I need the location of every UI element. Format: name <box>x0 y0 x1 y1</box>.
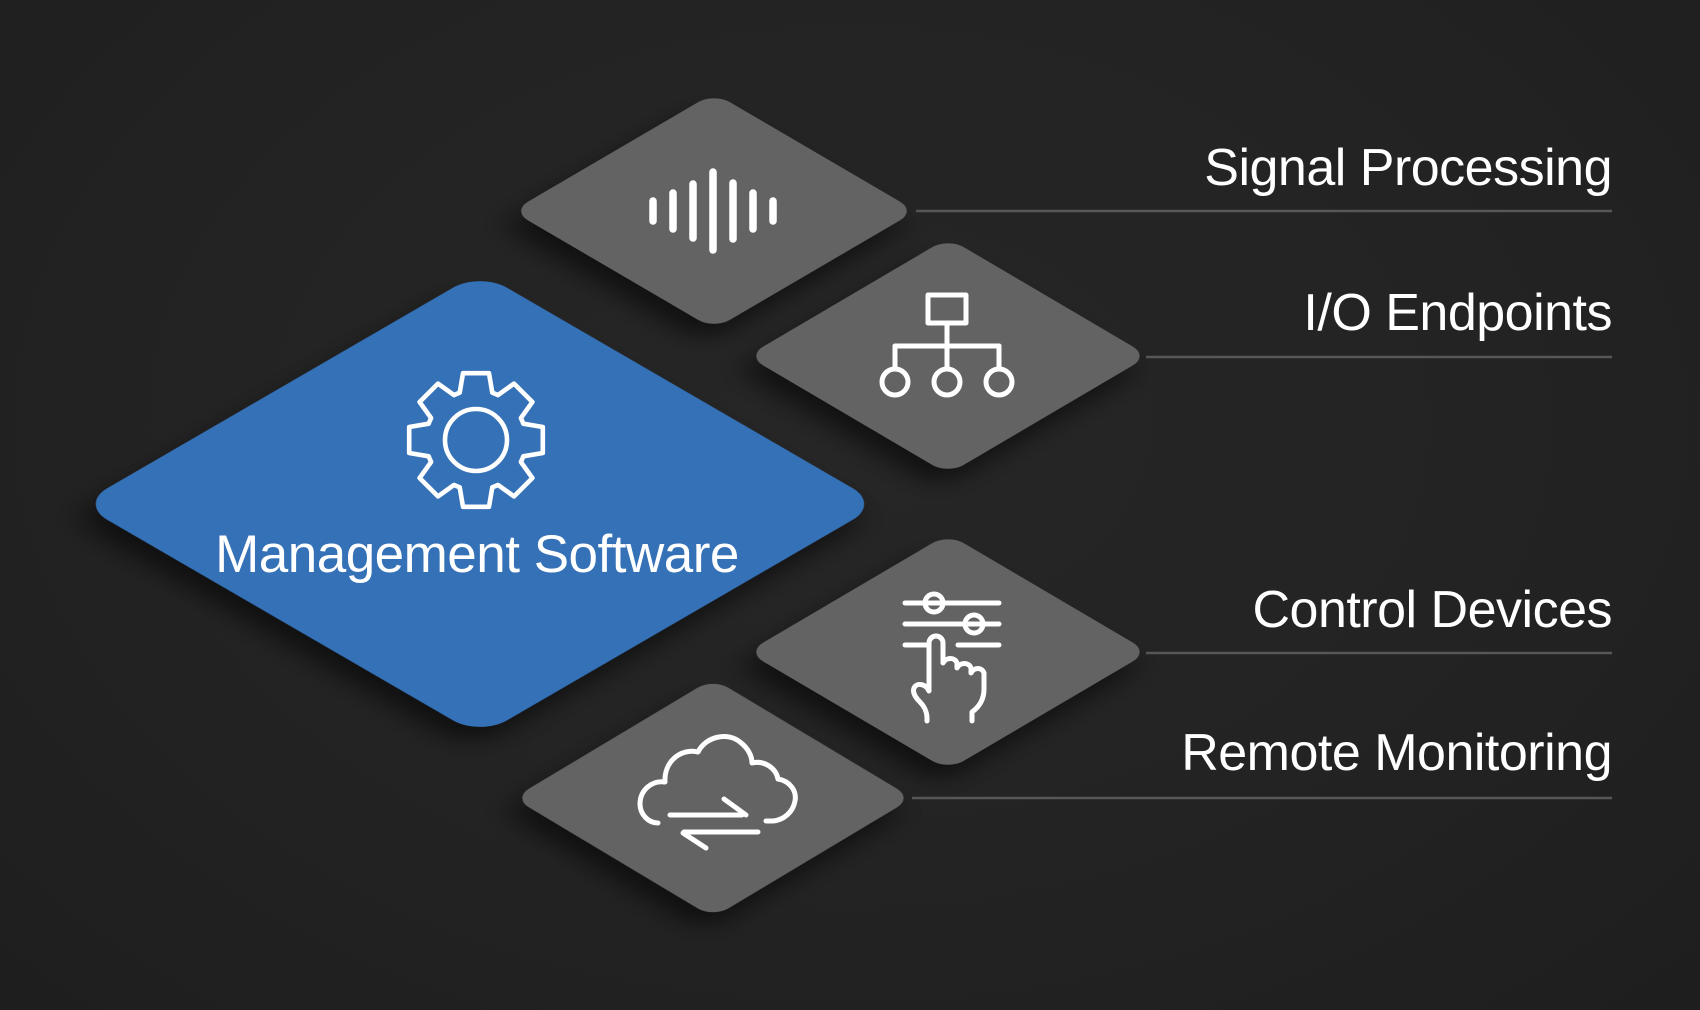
diamond-control-devices <box>756 539 1140 765</box>
diamond-remote-monitoring <box>522 683 904 913</box>
label-signal-processing: Signal Processing <box>1204 139 1612 197</box>
connector-lines <box>912 209 1612 800</box>
center-diamond-label: Management Software <box>215 525 739 584</box>
diamond-signal-processing <box>521 98 907 324</box>
cloud-sync-icon <box>637 734 798 851</box>
diamond-management-software <box>95 281 865 727</box>
label-remote-monitoring: Remote Monitoring <box>1181 724 1612 782</box>
diamond-io-endpoints <box>756 243 1140 469</box>
network-tree-icon <box>879 292 1015 398</box>
waveform-icon <box>649 168 777 254</box>
gear-icon <box>406 370 546 510</box>
label-io-endpoints: I/O Endpoints <box>1303 284 1612 342</box>
sliders-hand-icon <box>902 591 1002 724</box>
label-control-devices: Control Devices <box>1252 581 1612 639</box>
